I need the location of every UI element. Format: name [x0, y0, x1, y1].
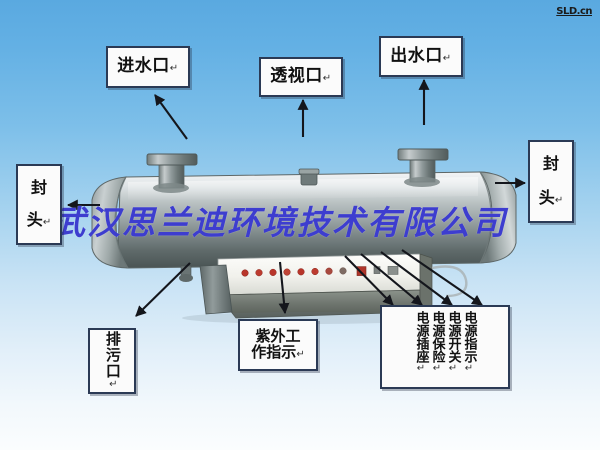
callout-power-socket: 电源插座↵ — [413, 311, 429, 374]
callout-uv-operation-indicator: 紫外工 作指示↵ — [238, 319, 318, 371]
corner-logo-watermark: SLD.cn — [556, 6, 592, 17]
callout-sight-glass-port: 透视口↵ — [259, 57, 343, 97]
callout-sight-glass-label: 透视口↵ — [270, 66, 332, 87]
company-watermark: 武汉思兰迪环境技术有限公司 — [52, 203, 507, 242]
callout-water-outlet: 出水口↵ — [379, 36, 463, 77]
callout-power-switch: 电源开关↵ — [445, 311, 461, 374]
callout-end-cap-left-char1: 封 — [30, 177, 47, 197]
callout-water-inlet-label: 进水口↵ — [117, 56, 179, 77]
callout-uv-indicator-line1: 紫外工 — [255, 327, 301, 346]
callout-end-cap-left-char2: 头↵ — [26, 210, 52, 230]
callout-drain-outlet: 排污口↵ — [88, 328, 136, 394]
callout-end-cap-left: 封 头↵ — [16, 164, 62, 245]
callout-end-cap-right-char2: 头↵ — [538, 187, 564, 207]
callout-drain-outlet-label: 排污口↵ — [103, 331, 122, 391]
callout-power-fuse: 电源保险↵ — [429, 311, 445, 374]
callout-power-controls-group: 电源指示↵ 电源开关↵ 电源保险↵ 电源插座↵ — [380, 305, 510, 389]
callout-end-cap-right-char1: 封 — [542, 154, 559, 174]
callout-power-indicator: 电源指示↵ — [461, 311, 477, 374]
callout-end-cap-right: 封 头↵ — [528, 140, 574, 223]
callout-uv-indicator-line2: 作指示↵ — [251, 343, 305, 361]
callout-water-inlet: 进水口↵ — [106, 46, 190, 88]
callout-water-outlet-label: 出水口↵ — [390, 45, 452, 66]
